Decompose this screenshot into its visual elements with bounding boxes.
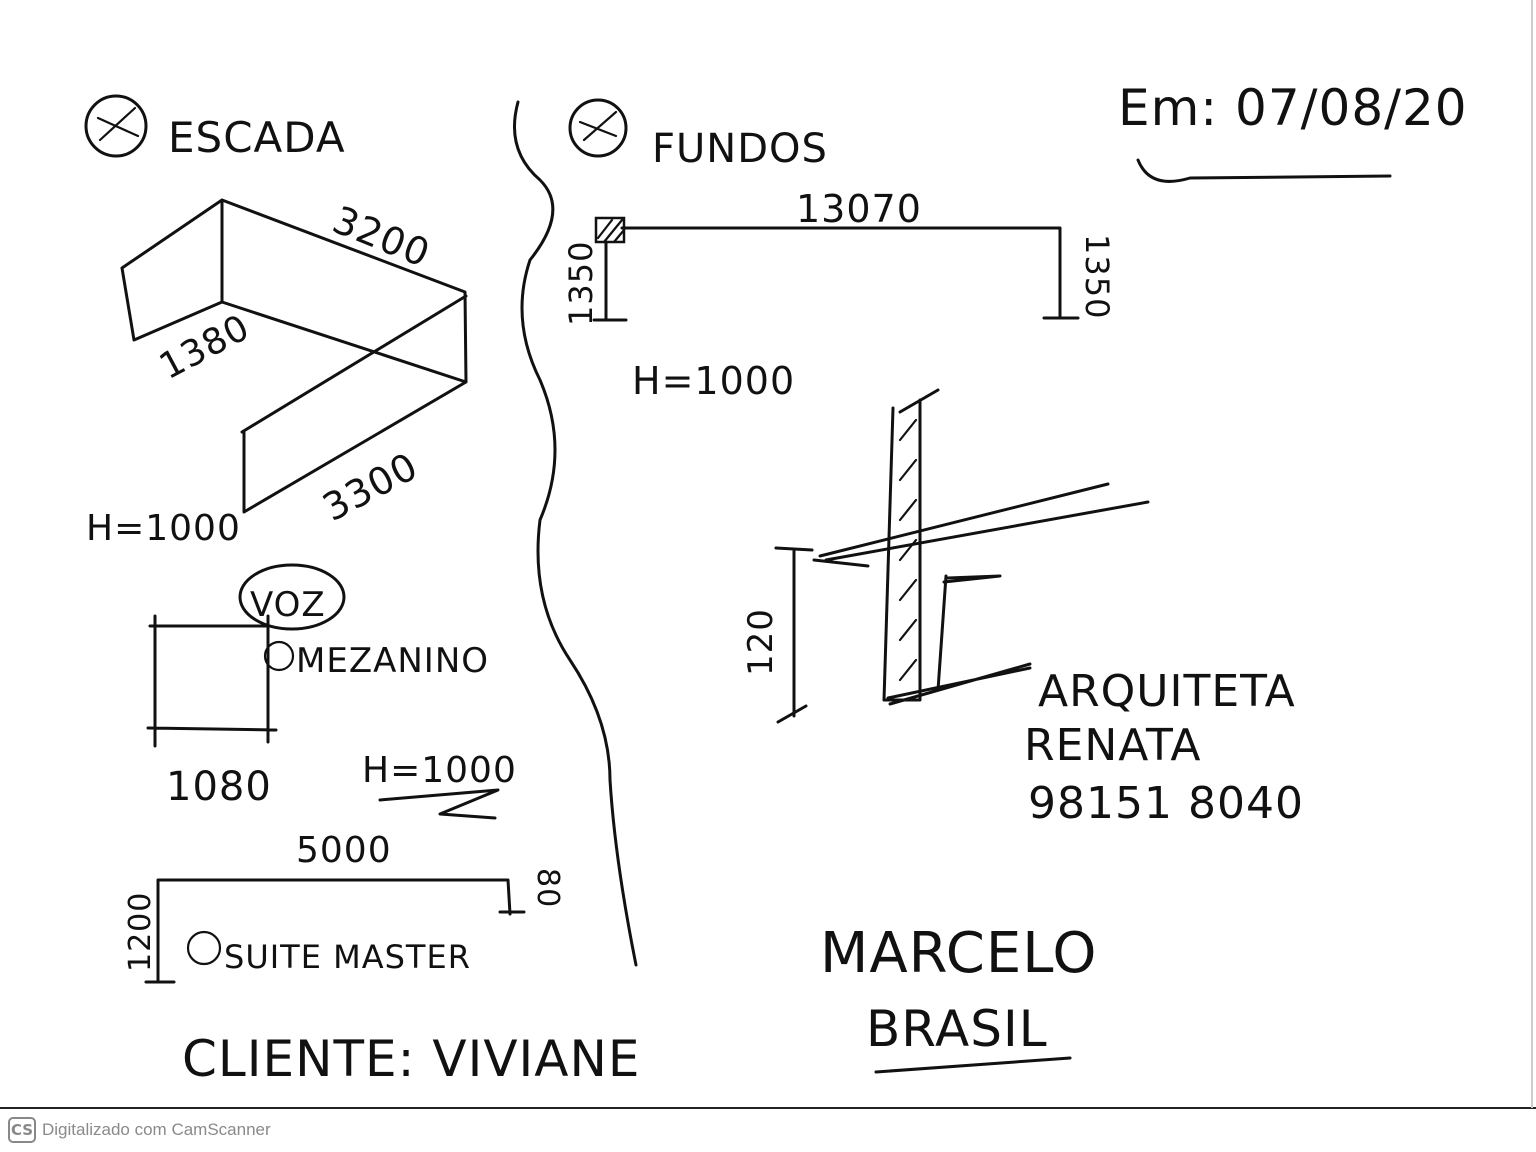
- escada-height: H=1000: [86, 508, 241, 549]
- mezanino-section: VOZ MEZANINO 1080 H=1000: [146, 563, 517, 820]
- suite-dim-right: 80: [530, 868, 565, 908]
- suite-dim-top: 5000: [296, 830, 392, 871]
- suite-dim-line: [144, 878, 526, 984]
- signature-block: MARCELO BRASIL: [820, 921, 1098, 1074]
- section-marker-icon: [568, 98, 628, 158]
- section-marker-icon: [263, 640, 295, 672]
- escada-title: ESCADA: [168, 113, 346, 162]
- arquiteta-line1: ARQUITETA: [1038, 666, 1296, 717]
- signature-line1: MARCELO: [820, 921, 1098, 986]
- signature-underline: [874, 1056, 1072, 1074]
- fundos-post-hatch-lines: [596, 218, 626, 244]
- suite-section: 5000 1200 80 SUITE MASTER: [123, 830, 565, 984]
- section-divider: [513, 100, 638, 967]
- railing-dim-line: [774, 546, 814, 724]
- cliente-label: CLIENTE: VIVIANE: [182, 1030, 640, 1088]
- fundos-dim-right: 1350: [1078, 234, 1116, 319]
- railing-glass: [882, 388, 940, 702]
- fundos-dim-left: 1350: [562, 241, 600, 326]
- mezanino-dim: 1080: [166, 764, 272, 810]
- railing-hatch: [898, 418, 918, 682]
- fundos-detail-dim: 120: [741, 608, 781, 676]
- mezanino-underline: [378, 788, 500, 820]
- date-label: Em: 07/08/20: [1118, 79, 1468, 137]
- section-marker-cross: [96, 106, 140, 142]
- mezanino-height: H=1000: [362, 750, 517, 791]
- fundos-section: FUNDOS 13070 1350 1350 H=1000 120: [562, 98, 1150, 724]
- fundos-dim-line: [592, 226, 1080, 322]
- section-marker-icon: [186, 930, 222, 966]
- arquiteta-line2: RENATA: [1024, 720, 1202, 771]
- camscanner-logo: CS: [8, 1117, 36, 1143]
- scanner-watermark-text: Digitalizado com CamScanner: [42, 1120, 271, 1139]
- section-marker-icon: [84, 94, 148, 158]
- date-underline: [1136, 158, 1392, 183]
- section-marker-cross: [578, 110, 618, 142]
- escada-outline: [120, 198, 468, 514]
- arquiteta-block: ARQUITETA RENATA 98151 8040: [1024, 666, 1304, 829]
- arquiteta-phone: 98151 8040: [1028, 778, 1304, 829]
- paper-background: [0, 0, 1536, 1110]
- fundos-title: FUNDOS: [652, 126, 828, 172]
- fundos-height: H=1000: [632, 359, 795, 403]
- railing-slab: [812, 482, 1150, 706]
- suite-title: SUITE MASTER: [224, 938, 471, 976]
- mezanino-title: MEZANINO: [296, 641, 489, 681]
- mezanino-badge-circle: [238, 563, 346, 631]
- signature-line2: BRASIL: [866, 1000, 1048, 1058]
- fundos-dim-top: 13070: [796, 187, 922, 231]
- mezanino-square: [146, 614, 278, 748]
- suite-dim-left: 1200: [123, 892, 158, 972]
- scanner-watermark: CS Digitalizado com CamScanner: [8, 1114, 271, 1146]
- mezanino-badge: VOZ: [250, 585, 326, 625]
